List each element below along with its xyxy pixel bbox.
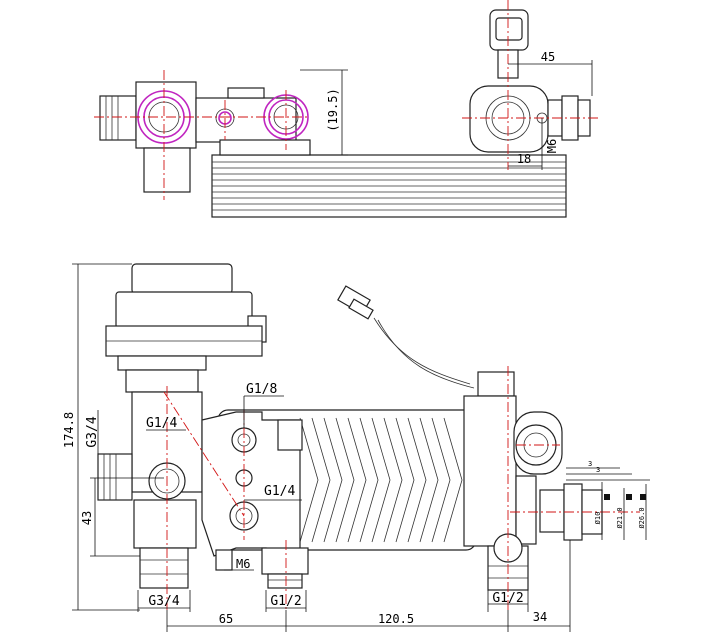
svg-text:174.8: 174.8 bbox=[62, 412, 76, 448]
top-plate-stack bbox=[211, 154, 567, 218]
svg-text:G1/2: G1/2 bbox=[270, 594, 301, 609]
label-g34-side: G3/4 bbox=[85, 410, 100, 454]
svg-text:43: 43 bbox=[80, 511, 94, 525]
label-g34-bottom: G3/4 bbox=[137, 590, 191, 612]
svg-text:3: 3 bbox=[596, 466, 600, 474]
small-diameter-dims: 3 3 Ø10 Ø21.0 Ø26.0 bbox=[566, 460, 650, 540]
svg-text:G3/4: G3/4 bbox=[148, 594, 179, 609]
dim-43: 43 bbox=[80, 477, 164, 557]
pump-motor bbox=[105, 263, 267, 393]
mark-2 bbox=[626, 494, 632, 500]
top-left-manifold bbox=[99, 81, 311, 193]
dim-m6-top: M6 bbox=[545, 139, 559, 153]
svg-text:M6: M6 bbox=[236, 557, 250, 571]
svg-text:Ø21.0: Ø21.0 bbox=[616, 507, 624, 528]
svg-text:G1/8: G1/8 bbox=[246, 382, 277, 397]
svg-text:Ø26.0: Ø26.0 bbox=[638, 507, 646, 528]
svg-text:G1/2: G1/2 bbox=[492, 591, 523, 606]
front-center-line-diagonal bbox=[163, 391, 245, 517]
svg-text:G3/4: G3/4 bbox=[85, 416, 100, 447]
dim-18: 18 bbox=[508, 118, 543, 170]
dim-120-5: 120.5 bbox=[286, 610, 509, 632]
mark-3 bbox=[640, 494, 646, 500]
svg-text:(19.5): (19.5) bbox=[326, 88, 340, 131]
dim-65: 65 bbox=[166, 610, 287, 632]
svg-text:Ø10: Ø10 bbox=[594, 512, 602, 525]
dim-19-5: (19.5) bbox=[300, 69, 348, 156]
dim-34: 34 bbox=[508, 540, 571, 632]
label-g14-mid: G1/4 bbox=[264, 484, 295, 499]
svg-text:34: 34 bbox=[533, 610, 547, 624]
svg-text:18: 18 bbox=[517, 152, 531, 166]
label-g14-left: G1/4 bbox=[146, 416, 177, 431]
svg-text:65: 65 bbox=[219, 612, 233, 626]
dim-45: 45 bbox=[508, 50, 593, 96]
svg-text:120.5: 120.5 bbox=[378, 612, 414, 626]
svg-text:3: 3 bbox=[588, 460, 592, 468]
top-view: (19.5) 45 18 M6 bbox=[94, 0, 600, 218]
svg-text:45: 45 bbox=[541, 50, 555, 64]
label-g18: G1/8 bbox=[243, 382, 284, 428]
label-g12-mid: G1/2 bbox=[265, 590, 307, 612]
top-right-connector bbox=[469, 9, 591, 153]
label-g12-right: G1/2 bbox=[487, 590, 529, 612]
label-m6: M6 bbox=[224, 557, 254, 571]
sensor-cable bbox=[337, 285, 475, 389]
mark-1 bbox=[604, 494, 610, 500]
dim-174-8: 174.8 bbox=[62, 263, 140, 611]
front-view: 174.8 43 G3/4 G1/8 G1/4 G1/4 M6 bbox=[62, 263, 650, 632]
right-valve-block bbox=[463, 371, 603, 591]
